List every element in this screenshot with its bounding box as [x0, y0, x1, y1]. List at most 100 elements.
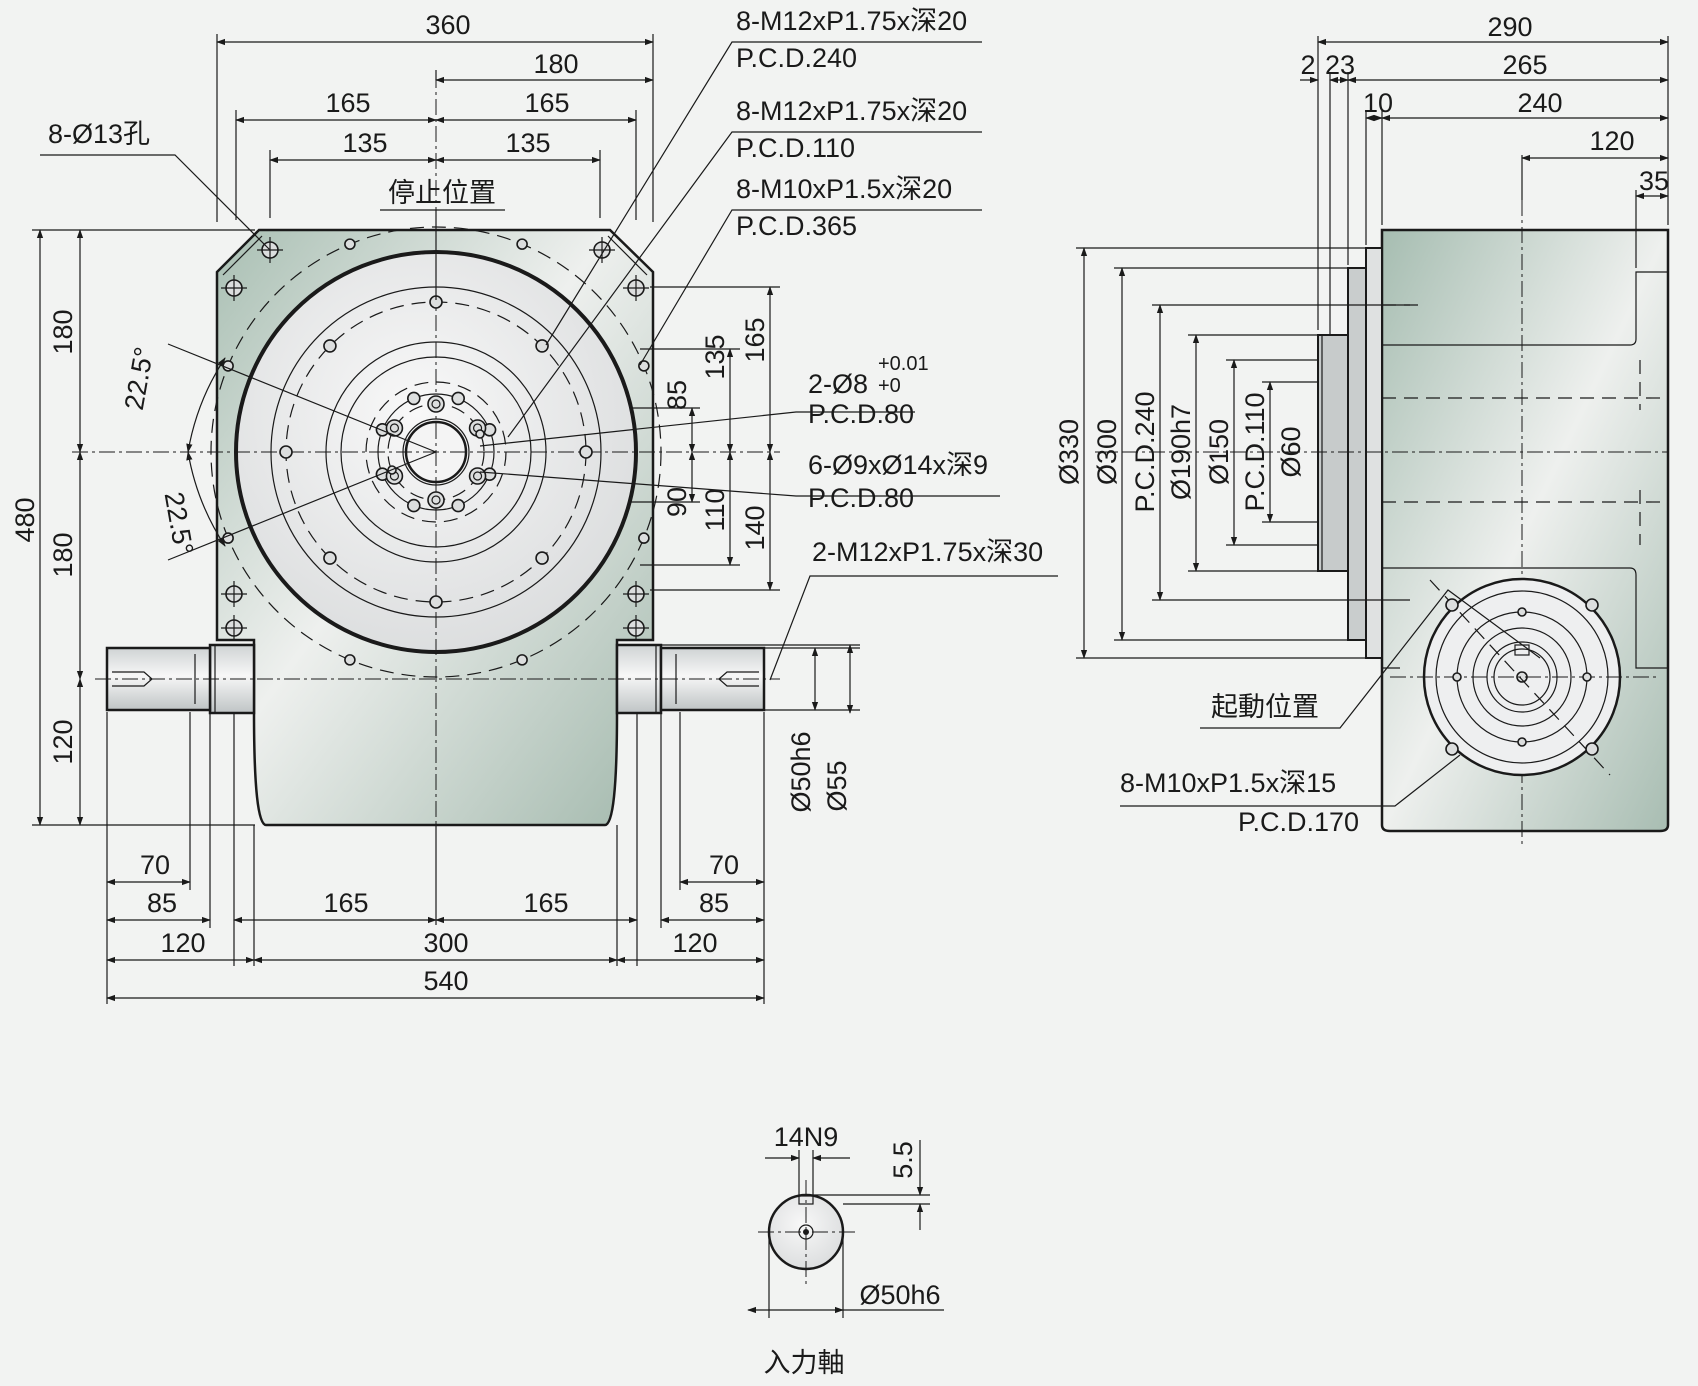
- dim-165-top-left: 165: [325, 88, 370, 118]
- dim-360: 360: [425, 10, 470, 40]
- note-side-bolt-line2: P.C.D.170: [1238, 807, 1359, 837]
- front-view-dimensions: [32, 34, 1058, 1004]
- pcd240-tapped-hole: [323, 551, 337, 565]
- dim-120-bottom-right: 120: [672, 928, 717, 958]
- side-flange-small-hole: [1452, 672, 1462, 682]
- note-m12-pcd110-line1: 8-M12xP1.75x深20: [736, 96, 967, 126]
- dim-165-bottom-left: 165: [323, 888, 368, 918]
- dim-pcd-110: P.C.D.110: [1240, 392, 1270, 511]
- side-flange-1: [1365, 247, 1383, 659]
- pcd240-tapped-hole: [535, 339, 549, 353]
- dim-180-left-bottom: 180: [48, 532, 78, 577]
- pcd365-tapped-hole: [516, 238, 528, 250]
- dim-85-right: 85: [662, 380, 692, 410]
- angle-top: 22.5°: [119, 345, 160, 413]
- note-side-bolt-line1: 8-M10xP1.5x深15: [1120, 768, 1336, 798]
- dim-120-side: 120: [1589, 126, 1634, 156]
- dim-240: 240: [1517, 88, 1562, 118]
- dim-480: 480: [10, 497, 40, 542]
- note-counterbore-line1: 6-Ø9xØ14x深9: [808, 450, 988, 480]
- dim-110-right: 110: [700, 488, 730, 531]
- note-m10-pcd365-line1: 8-M10xP1.5x深20: [736, 174, 952, 204]
- note-m12-pcd240-line2: P.C.D.240: [736, 43, 857, 73]
- pcd110-tapped-hole: [407, 391, 421, 406]
- note-m10-pcd365-line2: P.C.D.365: [736, 211, 857, 241]
- side-flange-3: [1317, 334, 1349, 572]
- dim-540: 540: [423, 966, 468, 996]
- dim-dia-330: Ø330: [1054, 419, 1084, 485]
- dim-300: 300: [423, 928, 468, 958]
- dim-85-right: 85: [699, 888, 729, 918]
- key-depth-label: 5.5: [888, 1141, 918, 1179]
- dim-35-side: 35: [1639, 166, 1669, 196]
- dim-165-top-right: 165: [524, 88, 569, 118]
- dim-dia-60: Ø60: [1276, 426, 1306, 477]
- dim-90-right: 90: [662, 487, 692, 517]
- note-counterbore-line2: P.C.D.80: [808, 483, 914, 513]
- pcd365-tapped-hole: [344, 238, 356, 250]
- shaft-diameter-label: Ø50h6: [859, 1280, 940, 1310]
- pcd240-tapped-hole: [429, 595, 443, 609]
- dim-10: 10: [1363, 88, 1393, 118]
- pcd365-tapped-hole: [344, 654, 356, 666]
- pcd110-tapped-hole: [451, 498, 465, 513]
- pin-hole: [475, 429, 485, 439]
- note-pin-holes-tol-lower: +0: [878, 375, 901, 397]
- stop-position-label: 停止位置: [388, 178, 496, 208]
- note-m12-pcd240-line1: 8-M12xP1.75x深20: [736, 6, 967, 36]
- pcd110-tapped-hole: [407, 498, 421, 513]
- side-flange-2: [1347, 267, 1367, 641]
- dim-135-top-left: 135: [342, 128, 387, 158]
- note-pin-holes-line2: P.C.D.80: [808, 399, 914, 429]
- shaft-detail: 14N9 5.5 Ø50h6 入力軸: [747, 1122, 944, 1378]
- side-flange-small-hole: [1517, 737, 1527, 747]
- dim-70-right: 70: [709, 850, 739, 880]
- dim-23: 23: [1325, 50, 1355, 80]
- pcd240-tapped-hole: [323, 339, 337, 353]
- key-width-label: 14N9: [774, 1122, 839, 1152]
- dim-70-left: 70: [140, 850, 170, 880]
- dim-dia-150: Ø150: [1204, 419, 1234, 485]
- note-pin-holes-line1: 2-Ø8: [808, 369, 868, 399]
- side-flange-bolt-hole: [1445, 598, 1459, 612]
- pcd365-tapped-hole: [516, 654, 528, 666]
- dim-pcd-240: P.C.D.240: [1130, 391, 1160, 512]
- pcd240-tapped-hole: [535, 551, 549, 565]
- dim-140-right: 140: [740, 505, 770, 550]
- start-position-label: 起動位置: [1211, 692, 1319, 722]
- note-m12-pcd110-line2: P.C.D.110: [736, 133, 855, 163]
- dim-85-left: 85: [147, 888, 177, 918]
- pcd80-counterbore: [385, 419, 404, 437]
- holes-8-13-label: 8-Ø13孔: [48, 119, 150, 149]
- dim-290: 290: [1487, 12, 1532, 42]
- pcd80-counterbore: [468, 467, 487, 485]
- dim-135-right: 135: [700, 334, 730, 379]
- dim-dia-300: Ø300: [1092, 419, 1122, 485]
- dim-165-right: 165: [740, 317, 770, 362]
- side-flange-small-hole: [1517, 607, 1527, 617]
- side-view-dimensions: [1076, 36, 1669, 807]
- pcd240-tapped-hole: [579, 445, 593, 459]
- dim-dia-190h7: Ø190h7: [1166, 404, 1196, 500]
- dim-180-top: 180: [533, 49, 578, 79]
- side-view: [1095, 200, 1670, 845]
- note-shaft-tap: 2-M12xP1.75x深30: [812, 537, 1043, 567]
- pcd365-tapped-hole: [638, 532, 650, 544]
- pcd80-counterbore: [427, 491, 445, 509]
- dim-shaft-55: Ø55: [822, 760, 852, 811]
- dim-shaft-50h6: Ø50h6: [786, 731, 816, 812]
- dim-120-bottom-left: 120: [160, 928, 205, 958]
- side-flange-bolt-hole: [1445, 742, 1459, 756]
- side-view-labels: 290 2 23 265 10 240 120 35 Ø330 Ø300 P.C…: [1054, 12, 1669, 837]
- pcd365-tapped-hole: [638, 360, 650, 372]
- side-flange-small-hole: [1582, 672, 1592, 682]
- side-flange-bolt-hole: [1585, 598, 1599, 612]
- dim-265: 265: [1502, 50, 1547, 80]
- pcd80-counterbore: [427, 395, 445, 413]
- pcd110-tapped-hole: [451, 391, 465, 406]
- front-view: [72, 72, 780, 827]
- front-view-labels: 360 180 165 165 135 135 停止位置 8-Ø13孔 180 …: [10, 6, 1043, 996]
- dim-2: 2: [1300, 50, 1315, 80]
- dim-165-bottom-right: 165: [523, 888, 568, 918]
